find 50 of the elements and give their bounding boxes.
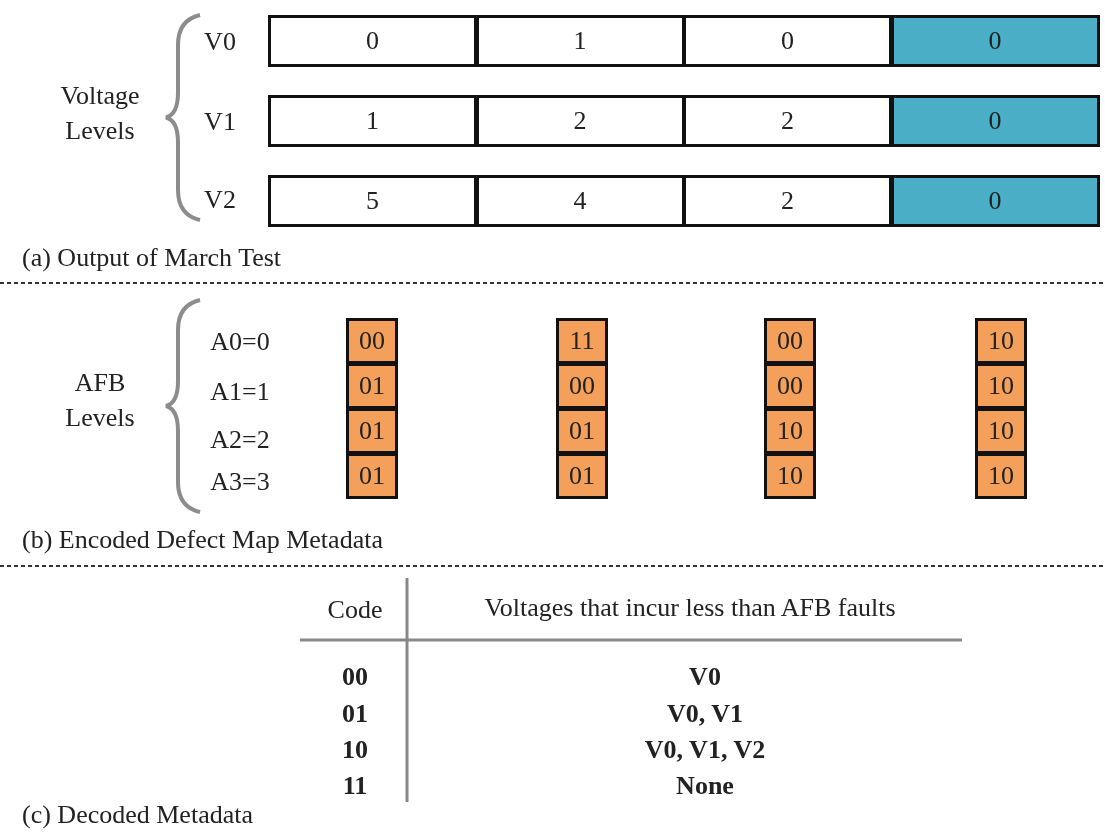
code-cell: 01 bbox=[346, 453, 398, 499]
table-cell: 01 bbox=[342, 699, 368, 729]
code-cell: 01 bbox=[556, 408, 608, 454]
code-cell: 01 bbox=[346, 408, 398, 454]
code-cell: 10 bbox=[764, 408, 816, 454]
fault-count-cell: 0 bbox=[268, 15, 477, 67]
row-label: V0 bbox=[204, 27, 236, 57]
row-label: A0=0 bbox=[210, 327, 270, 357]
code-cell: 10 bbox=[975, 318, 1027, 364]
fault-count-cell: 0 bbox=[890, 15, 1100, 67]
code-cell: 10 bbox=[975, 453, 1027, 499]
fault-count-cell: 0 bbox=[890, 175, 1100, 227]
table-cell: None bbox=[676, 771, 734, 801]
table-cell: 00 bbox=[342, 662, 368, 692]
column-header: Voltages that incur less than AFB faults bbox=[484, 593, 896, 623]
caption: (b) Encoded Defect Map Metadata bbox=[22, 525, 383, 555]
fault-count-cell: 2 bbox=[683, 95, 892, 147]
fault-count-cell: 0 bbox=[683, 15, 892, 67]
row-label: V1 bbox=[204, 107, 236, 137]
code-cell: 00 bbox=[346, 318, 398, 364]
table-cell: V0, V1 bbox=[666, 699, 744, 729]
group-label: Voltage Levels bbox=[59, 79, 141, 147]
code-cell: 10 bbox=[975, 408, 1027, 454]
fault-count-cell: 2 bbox=[475, 95, 685, 147]
row-label: A3=3 bbox=[210, 467, 270, 497]
fault-count-cell: 1 bbox=[475, 15, 685, 67]
code-cell: 00 bbox=[764, 318, 816, 364]
group-label: AFB Levels bbox=[64, 366, 136, 434]
code-cell: 00 bbox=[556, 363, 608, 409]
table-cell: 11 bbox=[342, 771, 368, 801]
row-label: V2 bbox=[204, 185, 236, 215]
caption: (a) Output of March Test bbox=[22, 243, 282, 273]
caption: (c) Decoded Metadata bbox=[22, 800, 253, 830]
table-cell: 10 bbox=[342, 735, 368, 765]
fault-count-cell: 2 bbox=[683, 175, 892, 227]
row-label: A1=1 bbox=[210, 377, 270, 407]
code-cell: 01 bbox=[346, 363, 398, 409]
code-cell: 01 bbox=[556, 453, 608, 499]
fault-count-cell: 4 bbox=[475, 175, 685, 227]
row-label: A2=2 bbox=[210, 425, 270, 455]
fault-count-cell: 0 bbox=[890, 95, 1100, 147]
table-cell: V0, V1, V2 bbox=[644, 735, 766, 765]
table-cell: V0 bbox=[689, 662, 721, 692]
column-header: Code bbox=[327, 595, 383, 625]
fault-count-cell: 5 bbox=[268, 175, 477, 227]
code-cell: 00 bbox=[764, 363, 816, 409]
code-cell: 10 bbox=[975, 363, 1027, 409]
code-cell: 11 bbox=[556, 318, 608, 364]
fault-count-cell: 1 bbox=[268, 95, 477, 147]
code-cell: 10 bbox=[764, 453, 816, 499]
